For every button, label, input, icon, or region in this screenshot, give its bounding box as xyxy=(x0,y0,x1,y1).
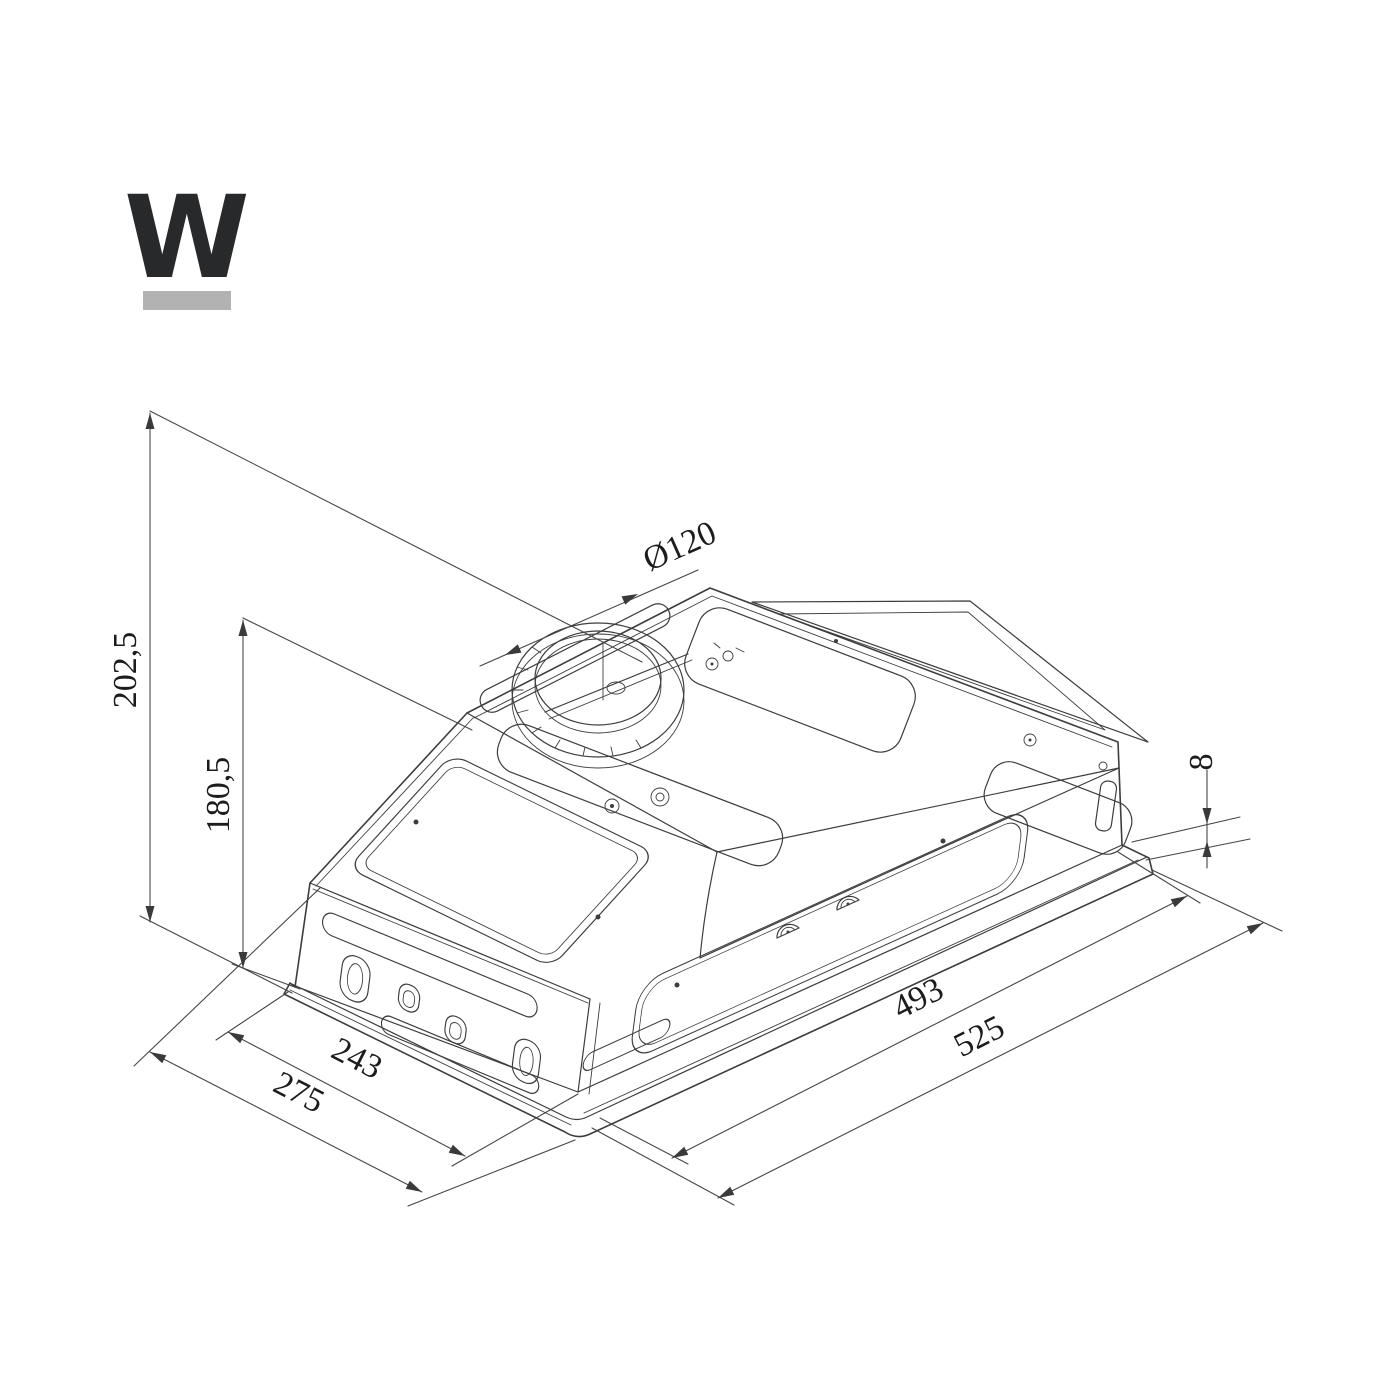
dimension-arrowheads xyxy=(145,413,1263,1198)
cooker-hood-drawing xyxy=(283,587,1154,1138)
dim-label-inner-depth: 243 xyxy=(326,1031,388,1087)
rear-triangle-plate-inner xyxy=(777,611,1106,731)
rear-triangle-plate xyxy=(751,600,1149,743)
mount-tab-1 xyxy=(397,983,421,1013)
panel-dot xyxy=(413,819,419,825)
top-face-screws xyxy=(604,639,1037,814)
panel-dot xyxy=(595,914,601,920)
right-end-face xyxy=(1094,761,1118,832)
left-face-details xyxy=(322,912,542,1095)
hood-body-outline xyxy=(283,587,1154,1138)
bottom-rim xyxy=(289,844,1148,1126)
dim-label-total-depth: 275 xyxy=(268,1065,330,1121)
dimension-lines xyxy=(149,412,1264,1199)
dimension-annotations: 202,5 180,5 Ø120 8 493 525 243 275 xyxy=(107,410,1283,1207)
dim-label-inner-length: 493 xyxy=(887,971,949,1027)
dim-label-body-height: 180,5 xyxy=(200,757,237,834)
keyhole-slot-1 xyxy=(339,955,371,1003)
front-face-recess xyxy=(582,814,1029,1072)
top-emboss-right xyxy=(684,607,916,753)
left-slot-upper xyxy=(322,912,538,1018)
front-face-tabs xyxy=(674,838,946,988)
spigot-hatching xyxy=(511,646,642,757)
top-emboss-rear-left xyxy=(479,603,671,713)
dim-label-total-height: 202,5 xyxy=(107,632,144,709)
mount-tab-2 xyxy=(444,1015,467,1045)
witness-lines xyxy=(133,410,1283,1207)
front-slot-left xyxy=(582,1018,671,1072)
dim-line-total-length xyxy=(717,922,1264,1199)
dim-label-rim-height: 8 xyxy=(1183,754,1220,771)
brand-logo: W xyxy=(124,171,250,310)
sloped-panel-window xyxy=(354,758,649,963)
duct-spigot xyxy=(511,622,745,769)
left-slot-lower xyxy=(380,1015,540,1095)
keyhole-slot-2 xyxy=(511,1038,542,1085)
dim-line-inner-length xyxy=(671,895,1188,1159)
top-emboss-front xyxy=(496,723,784,867)
top-emboss-far-right xyxy=(983,761,1133,855)
logo-underline xyxy=(143,291,231,310)
dim-line-total-depth xyxy=(149,1051,423,1193)
dim-label-duct-diameter: Ø120 xyxy=(638,514,722,579)
logo-letter: W xyxy=(124,171,250,304)
top-face-details xyxy=(479,600,1149,867)
dim-line-inner-depth xyxy=(227,1031,466,1157)
dim-label-total-length: 525 xyxy=(948,1009,1010,1065)
